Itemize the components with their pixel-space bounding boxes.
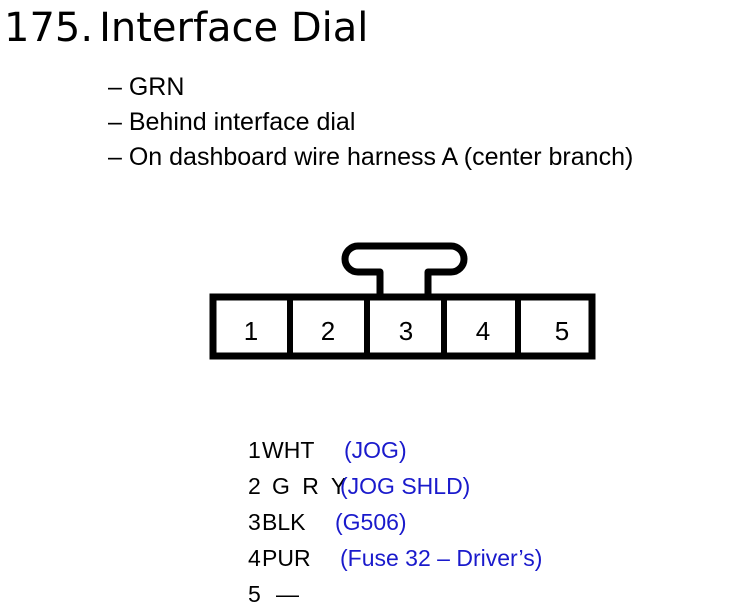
connector-lock-tab — [341, 242, 468, 297]
wire-color: — — [276, 581, 299, 607]
pin-number: 3 — [248, 509, 261, 535]
cavity-number: 1 — [244, 316, 258, 346]
cavity-number: 5 — [555, 316, 569, 346]
connector-housing — [209, 293, 596, 360]
connector-details-list: – GRN – Behind interface dial – On dashb… — [108, 70, 633, 175]
wire-color: BLK — [262, 509, 306, 535]
pinout-row: 5— — [248, 576, 346, 612]
detail-harness: – On dashboard wire harness A (center br… — [108, 143, 634, 171]
pin-number: 2 — [248, 473, 261, 499]
pinout-row: 4PUR (Fuse 32 – Driver’s) — [248, 540, 542, 576]
pin-number: 1 — [248, 437, 261, 463]
detail-location: – Behind interface dial — [108, 108, 356, 136]
detail-color: – GRN — [108, 73, 185, 101]
wire-color: WHT — [262, 437, 315, 463]
pinout-row: 1WHT (JOG) — [248, 432, 407, 468]
pin-number: 5 — [248, 581, 261, 607]
page-title: 175.Interface Dial — [4, 4, 368, 52]
connector-face-diagram: 1 2 3 4 5 — [209, 242, 596, 360]
pinout-row: 2 G R Y (JOG SHLD) — [248, 468, 470, 504]
wire-color: PUR — [262, 545, 311, 571]
circuit-note: (JOG) — [344, 437, 407, 463]
pinout-list: 1WHT (JOG) 2 G R Y (JOG SHLD) 3BLK (G506)… — [248, 432, 542, 612]
circuit-note: (Fuse 32 – Driver’s) — [340, 545, 543, 571]
connector-number: 175. — [4, 5, 94, 51]
pinout-row: 3BLK (G506) — [248, 504, 407, 540]
cavity-number: 2 — [321, 316, 335, 346]
connector-title: Interface Dial — [99, 5, 369, 51]
wire-color: G R Y — [272, 473, 347, 499]
cavity-number: 3 — [399, 316, 413, 346]
pin-number: 4 — [248, 545, 261, 571]
circuit-note: (G506) — [335, 509, 407, 535]
circuit-note: (JOG SHLD) — [340, 473, 471, 499]
cavity-number: 4 — [476, 316, 490, 346]
